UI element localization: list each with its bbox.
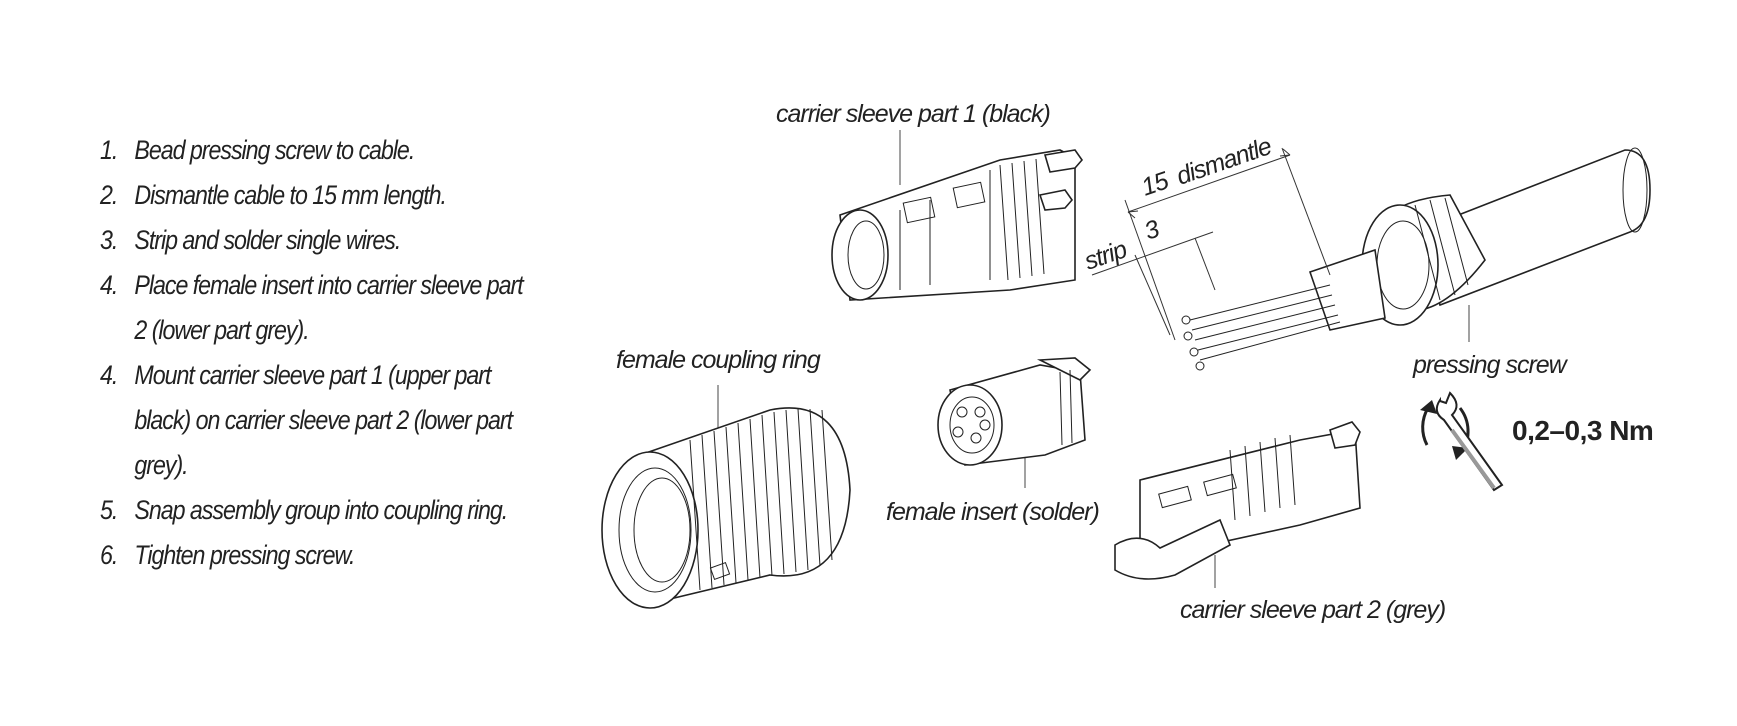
instruction-list: 1.Bead pressing screw to cable. 2.Disman… (100, 128, 530, 578)
dimension-strip (1091, 231, 1216, 336)
cable-assembly (1181, 147, 1651, 371)
label-carrier-sleeve-2: carrier sleeve part 2 (grey) (1180, 596, 1445, 624)
label-coupling-ring: female coupling ring (616, 346, 821, 374)
dimension-dismantle-value: 15 (1138, 166, 1173, 201)
instruction-step-2: 2.Dismantle cable to 15 mm length. (100, 180, 447, 210)
female-insert (937, 357, 1092, 488)
carrier-sleeve-part-2 (1114, 421, 1361, 588)
dimension-dismantle-label: dismantle (1173, 132, 1275, 190)
instruction-step-4b: 4.Mount carrier sleeve part 1 (upper par… (100, 360, 513, 480)
label-female-insert: female insert (solder) (886, 498, 1099, 526)
dimension-strip-label: strip (1081, 235, 1131, 276)
dimension-dismantle (1124, 147, 1331, 341)
dimension-strip-value: 3 (1141, 215, 1163, 246)
instruction-step-1: 1.Bead pressing screw to cable. (100, 135, 415, 165)
torque-value: 0,2–0,3 Nm (1512, 415, 1653, 446)
instruction-step-3: 3.Strip and solder single wires. (100, 225, 401, 255)
carrier-sleeve-part-1 (831, 130, 1084, 301)
instruction-step-5: 5.Snap assembly group into coupling ring… (100, 495, 508, 525)
label-carrier-sleeve-1: carrier sleeve part 1 (black) (776, 100, 1050, 128)
instruction-step-6: 6.Tighten pressing screw. (100, 540, 355, 570)
instruction-step-4a: 4.Place female insert into carrier sleev… (100, 270, 524, 345)
label-pressing-screw: pressing screw (1412, 351, 1569, 379)
wrench-torque-icon (1420, 391, 1504, 492)
female-coupling-ring (601, 385, 851, 609)
